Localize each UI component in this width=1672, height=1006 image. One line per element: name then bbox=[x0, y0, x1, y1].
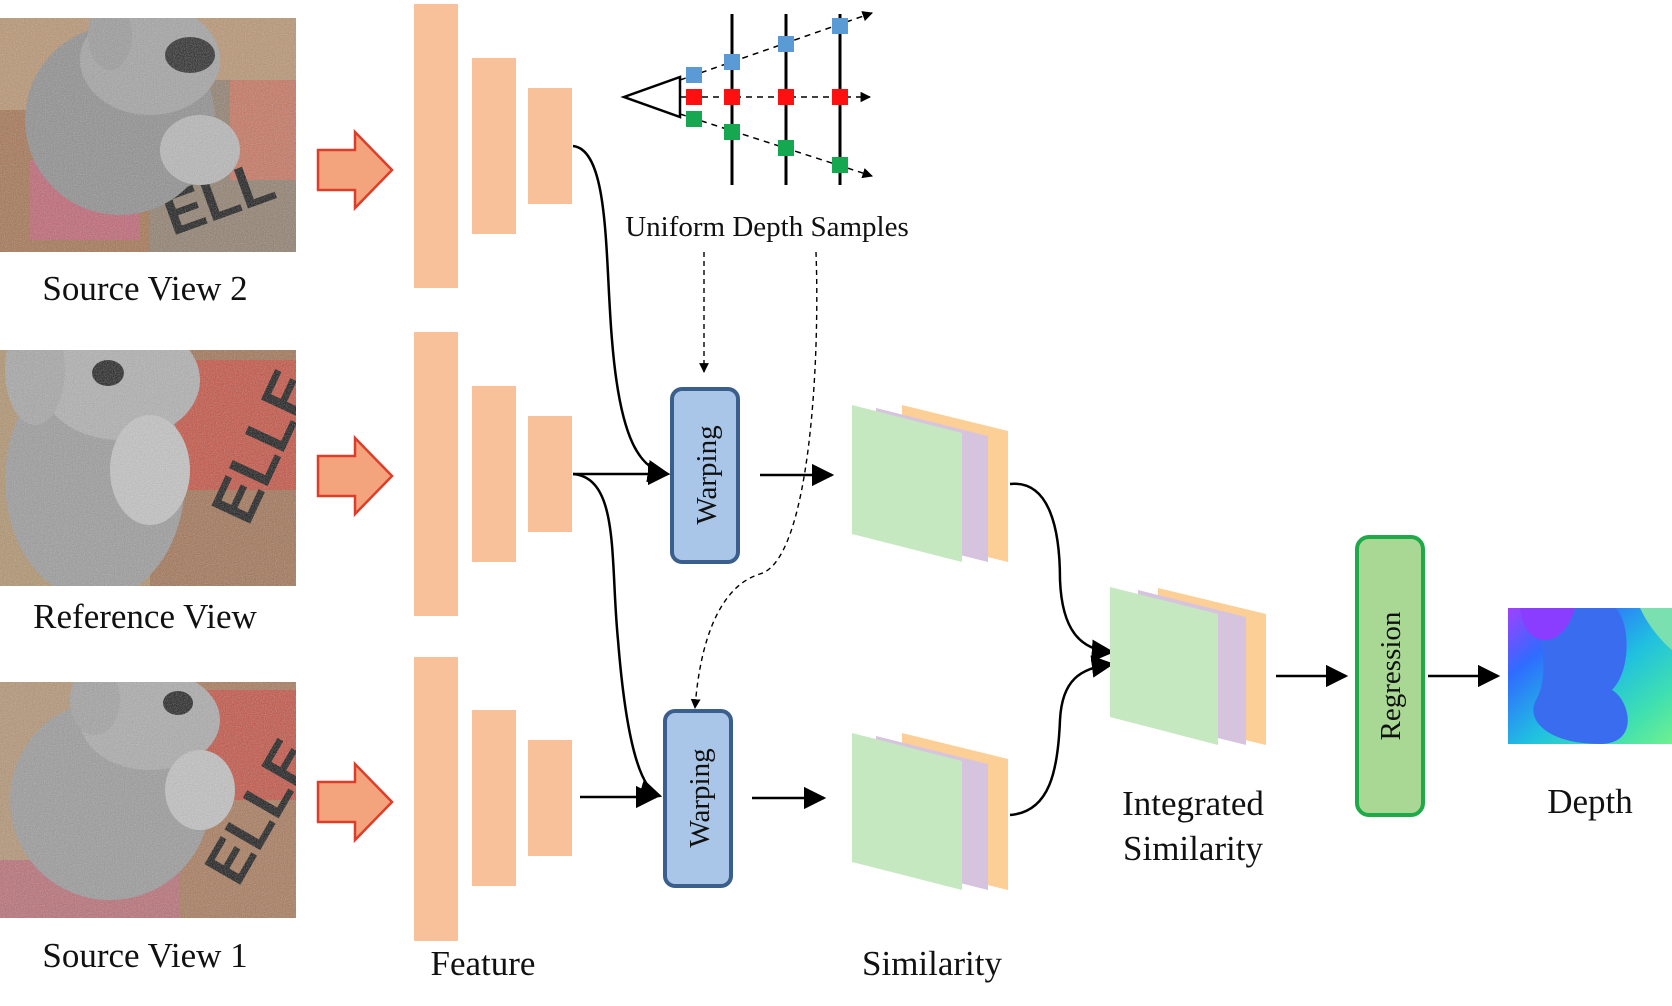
source2-to-warping-arrow bbox=[572, 144, 671, 483]
warping-box-top: Warping bbox=[670, 387, 740, 564]
feature-pyramid-source-2 bbox=[414, 4, 572, 288]
uniform-depth-samples-label: Uniform Depth Samples bbox=[625, 211, 909, 243]
regression-label: Regression bbox=[1375, 611, 1407, 740]
warping-box-bottom: Warping bbox=[663, 709, 733, 888]
depth-map-image bbox=[1508, 608, 1672, 744]
samples-to-warping-bottom-arrow bbox=[690, 251, 818, 709]
similarity-label: Similarity bbox=[862, 944, 1003, 983]
regression-box: Regression bbox=[1355, 535, 1425, 817]
right-block-arrow-icon bbox=[316, 128, 394, 212]
source-view-2-label: Source View 2 bbox=[42, 269, 247, 308]
feature-pyramid-reference bbox=[414, 332, 572, 616]
right-block-arrow-icon bbox=[316, 434, 394, 518]
reference-view-label: Reference View bbox=[33, 597, 257, 636]
right-block-arrow-icon bbox=[316, 760, 394, 844]
feature-label: Feature bbox=[431, 944, 536, 983]
reference-view-image: ELLE bbox=[0, 350, 296, 586]
source-view-1-image: ELLE bbox=[0, 682, 296, 918]
uniform-depth-samples-figure bbox=[620, 11, 873, 185]
integrated-similarity-label-line2: Similarity bbox=[1123, 829, 1264, 868]
integrated-similarity-volume bbox=[1110, 587, 1266, 745]
integrated-similarity-label-line1: Integrated bbox=[1122, 784, 1264, 823]
similarity-volume-bottom bbox=[852, 733, 1008, 890]
source-view-1-label: Source View 1 bbox=[42, 936, 247, 975]
feature-pyramid-source-1 bbox=[414, 657, 572, 941]
similarity-top-to-integrated-arrow bbox=[1009, 482, 1115, 662]
similarity-bottom-to-integrated-arrow bbox=[1009, 655, 1115, 817]
similarity-volume-top bbox=[852, 405, 1008, 562]
reference-to-warping-bottom-arrow bbox=[572, 472, 663, 801]
depth-label: Depth bbox=[1547, 782, 1633, 821]
camera-frustum-icon bbox=[620, 75, 682, 119]
warping-bottom-label: Warping bbox=[684, 748, 716, 847]
warping-top-label: Warping bbox=[691, 425, 723, 524]
source-view-2-image: ELL bbox=[0, 18, 296, 252]
